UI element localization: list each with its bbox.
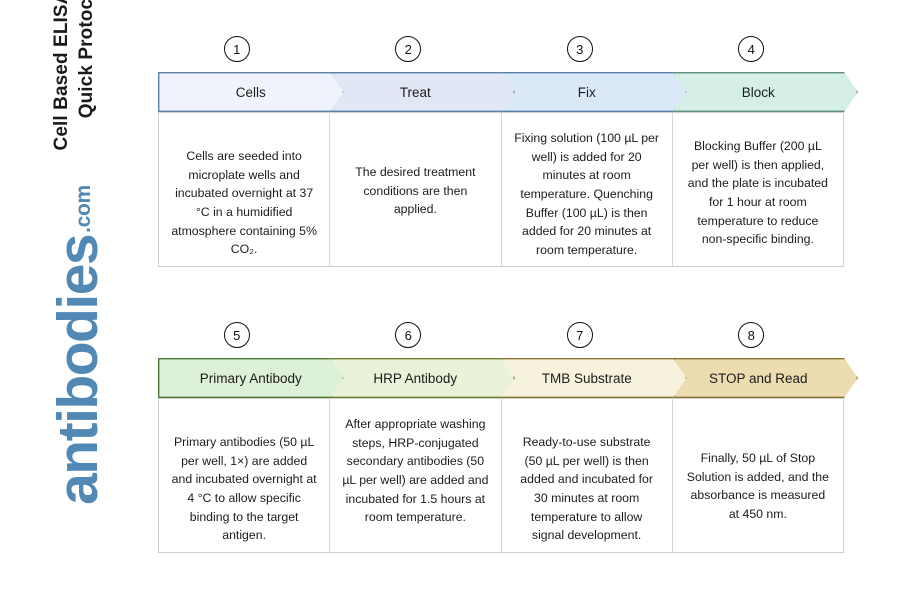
step-body-2: The desired treatment conditions are the…	[330, 113, 502, 266]
step-body-text: Ready-to-use substrate (50 µL per well) …	[520, 435, 653, 543]
step-number-badge: 3	[566, 36, 593, 62]
step-body-text: The desired treatment conditions are the…	[355, 165, 476, 217]
step-header-strip-2: Primary Antibody HRP Antibody TMB Substrat…	[158, 358, 858, 398]
step-header-label: HRP Antibody	[373, 370, 458, 386]
step-body-text: Primary antibodies (50 µL per well, 1×) …	[171, 435, 317, 543]
step-header-label: Fix	[577, 84, 596, 100]
step-header-label: STOP and Read	[708, 370, 808, 386]
step-body-5: Primary antibodies (50 µL per well, 1×) …	[159, 399, 331, 552]
step-number-badge: 8	[738, 322, 765, 348]
logo-tld: .com	[72, 185, 95, 233]
step-number-strip-1: 1 2 3 4	[158, 36, 844, 68]
step-number-badge: 7	[566, 322, 593, 348]
step-number-badge: 2	[395, 36, 422, 62]
step-body-text: Fixing solution (100 µL per well) is add…	[514, 131, 659, 258]
step-header-7[interactable]: TMB Substrate	[501, 358, 687, 398]
step-number-badge: 4	[738, 36, 765, 62]
step-header-label: Primary Antibody	[199, 370, 302, 386]
step-header-label: Cells	[235, 84, 266, 100]
page-title: Cell Based ELISA Kits Quick Protocol	[51, 0, 97, 151]
step-header-strip-1: Cells Treat Fix Block	[158, 72, 858, 112]
logo-wordmark: antibodies	[45, 234, 110, 505]
step-number-badge: 1	[223, 36, 250, 62]
step-body-strip-2: Primary antibodies (50 µL per well, 1×) …	[158, 398, 844, 553]
step-header-8[interactable]: STOP and Read	[672, 358, 858, 398]
step-body-strip-1: Cells are seeded into microplate wells a…	[158, 112, 844, 267]
step-body-1: Cells are seeded into microplate wells a…	[159, 113, 331, 266]
step-header-6[interactable]: HRP Antibody	[329, 358, 515, 398]
flow-row-2: 5 6 7 8 Primary Antibody HRP Antibody TMB Sub…	[158, 322, 858, 553]
step-header-2[interactable]: Treat	[329, 72, 515, 112]
step-body-text: Cells are seeded into microplate wells a…	[171, 149, 317, 257]
step-body-3: Fixing solution (100 µL per well) is add…	[502, 113, 673, 266]
step-header-label: Block	[741, 84, 775, 100]
step-body-text: Finally, 50 µL of Stop Solution is added…	[686, 451, 829, 522]
step-body-8: Finally, 50 µL of Stop Solution is added…	[673, 399, 843, 552]
step-number-badge: 6	[395, 322, 422, 348]
step-header-4[interactable]: Block	[672, 72, 858, 112]
step-body-6: After appropriate washing steps, HRP-con…	[330, 399, 502, 552]
step-header-label: TMB Substrate	[541, 370, 632, 386]
flow-row-1: 1 2 3 4 Cells Treat Fix Block Cells are seeded…	[158, 36, 858, 267]
step-header-label: Treat	[399, 84, 431, 100]
brand-logo: antibodies.com	[15, 185, 110, 505]
step-header-3[interactable]: Fix	[501, 72, 687, 112]
step-body-text: Blocking Buffer (200 µL per well) is the…	[687, 139, 828, 247]
step-header-1[interactable]: Cells	[158, 72, 344, 112]
step-header-5[interactable]: Primary Antibody	[158, 358, 344, 398]
step-body-4: Blocking Buffer (200 µL per well) is the…	[673, 113, 843, 266]
step-body-text: After appropriate washing steps, HRP-con…	[342, 417, 489, 525]
step-body-7: Ready-to-use substrate (50 µL per well) …	[502, 399, 673, 552]
step-number-badge: 5	[223, 322, 250, 348]
step-number-strip-2: 5 6 7 8	[158, 322, 844, 354]
